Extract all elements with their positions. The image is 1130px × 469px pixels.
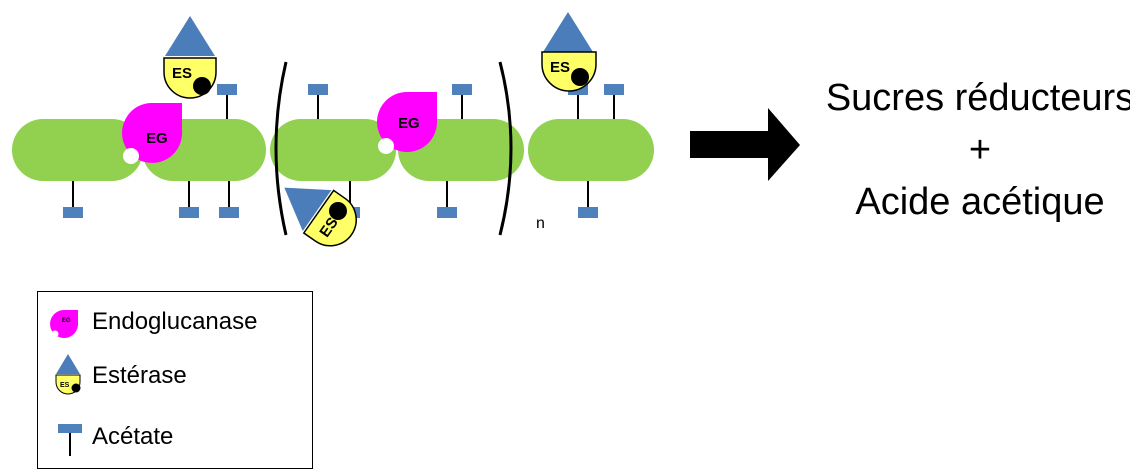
legend-item-esterase: ES Estérase bbox=[50, 354, 187, 396]
endoglucanase-enzyme: EG bbox=[122, 103, 183, 164]
svg-text:ES: ES bbox=[550, 59, 570, 76]
acetate-head bbox=[452, 84, 472, 95]
sugar-unit bbox=[270, 119, 396, 181]
esterase-enzyme: ES bbox=[163, 16, 217, 99]
repeat-subscript: n bbox=[536, 215, 545, 232]
product-plus: + bbox=[968, 129, 992, 171]
legend-label: Endoglucanase bbox=[92, 308, 258, 335]
svg-text:EG: EG bbox=[146, 130, 168, 147]
reaction-arrow bbox=[690, 108, 800, 181]
product-line-3: Acide acétique bbox=[855, 181, 1105, 223]
svg-text:ES: ES bbox=[60, 382, 70, 389]
acetate-head bbox=[604, 84, 624, 95]
acetate-head bbox=[219, 207, 239, 218]
product-line-1: Sucres réducteurs bbox=[825, 77, 1130, 119]
sugar-unit bbox=[528, 119, 654, 181]
svg-text:ES: ES bbox=[172, 65, 192, 82]
esterase-dot bbox=[329, 202, 347, 220]
svg-text:EG: EG bbox=[398, 115, 420, 132]
legend-label: Acétate bbox=[92, 423, 174, 450]
legend: EG Endoglucanase ES Estérase Acétate bbox=[37, 291, 313, 469]
acetate-head bbox=[578, 207, 598, 218]
glucan-chain bbox=[12, 119, 654, 181]
esterase-enzyme: ES bbox=[541, 12, 597, 92]
reaction-products: Sucres réducteurs + Acide acétique bbox=[795, 72, 1130, 228]
acetate-head bbox=[63, 207, 83, 218]
acetate-head bbox=[308, 84, 328, 95]
acetate-head bbox=[217, 84, 237, 95]
endoglucanase-icon: EG bbox=[50, 310, 79, 338]
left-bracket bbox=[274, 61, 288, 236]
sugar-unit bbox=[12, 119, 143, 181]
acetate-head bbox=[437, 207, 457, 218]
legend-item-endoglucanase: EG Endoglucanase bbox=[50, 302, 257, 342]
endoglucanase-enzyme: EG bbox=[377, 92, 437, 154]
legend-label: Estérase bbox=[92, 362, 187, 389]
legend-item-acetate: Acétate bbox=[50, 417, 173, 457]
acetate-head bbox=[179, 207, 199, 218]
right-bracket bbox=[498, 61, 513, 236]
svg-text:EG: EG bbox=[62, 318, 71, 324]
acetate-icon bbox=[58, 424, 82, 456]
acetate-groups bbox=[72, 92, 615, 210]
esterase-icon: ES bbox=[55, 354, 81, 395]
